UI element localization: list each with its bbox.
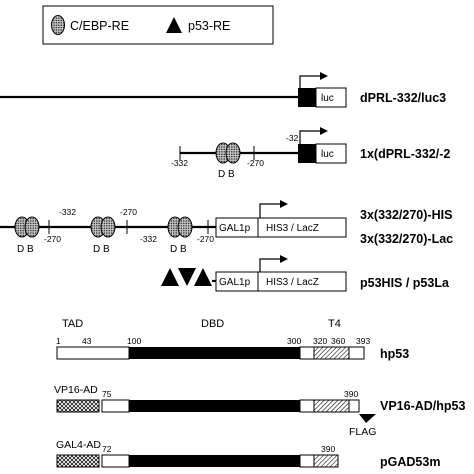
luc-label: luc xyxy=(321,149,334,160)
c-terminal-region xyxy=(348,346,365,360)
dbd-region xyxy=(129,400,300,412)
p53-re-triangle-2 xyxy=(178,268,196,286)
gal4-ad-label: GAL4-AD xyxy=(56,439,101,451)
construct-label: hp53 xyxy=(380,347,409,361)
dbd-region xyxy=(129,455,300,467)
luc-box xyxy=(315,143,347,164)
tss-block xyxy=(298,144,316,163)
residue-75: 75 xyxy=(102,389,112,399)
tss-arrow xyxy=(259,203,280,218)
construct-dprl-1x: luc -32 -332 -270 D B 1x(dPRL-332/-2 xyxy=(171,127,450,180)
n-terminal-region xyxy=(56,346,130,360)
residue-300: 300 xyxy=(287,336,301,346)
pos-minus-332: -332 xyxy=(59,207,76,217)
reporter-label: HIS3 / LacZ xyxy=(266,277,319,288)
p53-re-triangle-1 xyxy=(161,268,179,286)
gal1-promoter-label: GAL1p xyxy=(219,223,251,234)
cebp-re-symbol xyxy=(51,15,65,35)
c-terminal-region xyxy=(348,399,360,413)
t4-region xyxy=(313,399,350,413)
residue-100: 100 xyxy=(127,336,141,346)
residue-390: 390 xyxy=(344,389,358,399)
cebp-re-pair xyxy=(216,143,240,163)
pos-minus-270: -270 xyxy=(120,207,137,217)
n-terminal-region xyxy=(101,399,130,413)
pos-minus-332: -332 xyxy=(140,234,157,244)
residue-390: 390 xyxy=(321,444,335,454)
p53-re-triangle-3 xyxy=(194,268,212,286)
linker-region xyxy=(299,454,315,468)
domain-dbd-label: DBD xyxy=(201,318,224,330)
construct-3x-repeat: -332 -270 -270 -332 -270 D B D B D B GAL… xyxy=(0,200,453,255)
reporter-box xyxy=(257,271,347,292)
flag-label: FLAG xyxy=(349,426,376,438)
construct-label: pGAD53m xyxy=(380,455,440,469)
construct-label: VP16-AD/hp53 xyxy=(380,399,465,413)
residue-72: 72 xyxy=(102,444,112,454)
db-sites-label: D B xyxy=(170,244,187,255)
gal4-ad-region xyxy=(56,454,100,468)
reporter-box xyxy=(257,217,347,238)
vp16-ad-region xyxy=(56,399,100,413)
db-sites-label: D B xyxy=(218,169,235,180)
construct-label: 1x(dPRL-332/-2 xyxy=(360,147,450,161)
construct-dprl-luc3: luc dPRL-332/luc3 xyxy=(0,72,446,108)
construct-label: dPRL-332/luc3 xyxy=(360,91,446,105)
legend: C/EBP-RE p53-RE xyxy=(42,5,274,45)
pos-minus-32: -32 xyxy=(286,133,299,143)
luc-box xyxy=(315,87,347,108)
flag-tag-flag xyxy=(359,414,376,423)
protein-vp16-hp53: VP16-AD 75 390 FLAG VP16-AD/hp53 xyxy=(54,384,465,438)
db-sites-label: D B xyxy=(17,244,34,255)
residue-360: 360 xyxy=(331,336,345,346)
pos-minus-270: -270 xyxy=(247,158,264,168)
pos-minus-270: -270 xyxy=(44,234,61,244)
cebp-re-pair-3 xyxy=(168,217,192,237)
luc-label: luc xyxy=(321,93,334,104)
domain-t4-label: T4 xyxy=(328,318,341,330)
legend-p53-label: p53-RE xyxy=(188,19,230,33)
construct-label: p53HIS / p53La xyxy=(360,276,450,290)
construct-label-lac: 3x(332/270)-Lac xyxy=(360,232,453,246)
linker-region xyxy=(299,399,315,413)
t4-region xyxy=(313,454,339,468)
residue-393: 393 xyxy=(356,336,370,346)
tss-arrow xyxy=(299,75,320,88)
construct-label-his: 3x(332/270)-HIS xyxy=(360,208,452,222)
legend-cebp-label: C/EBP-RE xyxy=(70,19,129,33)
legend-frame xyxy=(42,5,274,45)
p53-re-symbol xyxy=(166,17,182,33)
gal1-promoter-label: GAL1p xyxy=(219,277,251,288)
t4-region xyxy=(313,346,350,360)
residue-43: 43 xyxy=(82,336,92,346)
linker-region xyxy=(299,346,315,360)
tss-block xyxy=(298,88,316,107)
residue-320: 320 xyxy=(313,336,327,346)
domain-tad-label: TAD xyxy=(62,318,83,330)
pos-minus-270: -270 xyxy=(197,234,214,244)
protein-hp53: 1 43 100 300 320 360 393 hp53 xyxy=(56,336,409,361)
vp16-ad-label: VP16-AD xyxy=(54,384,98,396)
n-terminal-region xyxy=(101,454,130,468)
protein-pgad53m: GAL4-AD 72 390 pGAD53m xyxy=(56,439,440,469)
reporter-label: HIS3 / LacZ xyxy=(266,223,319,234)
dbd-region xyxy=(129,347,300,359)
pos-minus-332: -332 xyxy=(171,158,188,168)
tss-arrow xyxy=(259,258,280,272)
cebp-re-pair-1 xyxy=(15,217,39,237)
db-sites-label: D B xyxy=(93,244,110,255)
cebp-re-pair-2 xyxy=(91,217,115,237)
residue-1: 1 xyxy=(56,336,61,346)
tss-arrow xyxy=(299,130,320,144)
construct-p53his: GAL1p HIS3 / LacZ p53HIS / p53La xyxy=(161,255,450,292)
